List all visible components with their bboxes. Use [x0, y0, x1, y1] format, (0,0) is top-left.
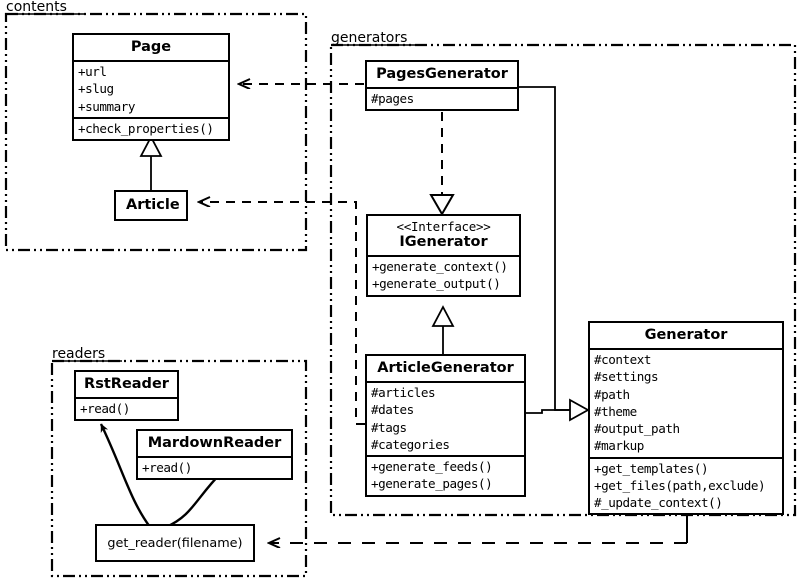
- attribute-item: #markup: [594, 438, 644, 454]
- operation-item: #_update_context(): [594, 495, 723, 511]
- class-name-igenerator: <<Interface>> IGenerator: [368, 216, 519, 255]
- class-operations-igenerator: +generate_context() +generate_output(): [368, 255, 519, 295]
- class-name-pagesgenerator: PagesGenerator: [376, 66, 508, 82]
- class-attributes-pagesgenerator: #pages: [367, 87, 517, 109]
- attribute-item: +slug: [78, 81, 114, 97]
- class-stereotype-igenerator: <<Interface>>: [396, 219, 491, 234]
- class-name-rstreader: RstReader: [84, 376, 169, 392]
- attribute-item: #articles: [371, 385, 436, 401]
- class-name-text-igenerator: IGenerator: [399, 234, 488, 250]
- class-operations-page: +check_properties(): [74, 116, 228, 139]
- class-box-igenerator[interactable]: <<Interface>> IGenerator +generate_conte…: [366, 214, 521, 297]
- dependency-articlegenerator-to-article: [200, 202, 365, 425]
- class-box-mardownreader[interactable]: MardownReader +read(): [136, 429, 293, 481]
- attribute-item: #theme: [594, 403, 637, 419]
- generalization-pagesgenerator-to-generator: [519, 86, 571, 411]
- attribute-item: #categories: [371, 436, 450, 452]
- class-box-pagesgenerator[interactable]: PagesGenerator #pages: [365, 60, 519, 112]
- operation-item: +get_templates(): [594, 460, 709, 476]
- package-label-generators: generators: [331, 30, 408, 46]
- class-name-articlegenerator: ArticleGenerator: [377, 360, 514, 376]
- attribute-item: #tags: [371, 419, 407, 435]
- attribute-item: #pages: [371, 91, 414, 107]
- operation-item: +check_properties(): [78, 120, 214, 136]
- class-operations-generator: +get_templates() +get_files(path,exclude…: [590, 456, 782, 514]
- class-box-generator[interactable]: Generator #context #settings #path #them…: [588, 321, 784, 516]
- attribute-item: +url: [78, 64, 107, 80]
- class-box-articlegenerator[interactable]: ArticleGenerator #articles #dates #tags …: [365, 354, 526, 497]
- function-name-get-reader: get_reader(filename): [107, 535, 243, 551]
- class-name-mardownreader: MardownReader: [147, 435, 282, 451]
- operation-item: +get_files(path,exclude): [594, 477, 766, 493]
- operation-item: +generate_feeds(): [371, 459, 493, 475]
- attribute-item: #path: [594, 386, 630, 402]
- class-name-generator: Generator: [644, 327, 728, 343]
- class-name-page: Page: [130, 39, 172, 55]
- class-attributes-page: +url +slug +summary: [74, 60, 228, 117]
- operation-item: +generate_output(): [372, 276, 501, 292]
- operation-item: +generate_context(): [372, 259, 508, 275]
- class-operations-articlegenerator: +generate_feeds() +generate_pages(): [367, 455, 524, 495]
- class-operations-rstreader: +read(): [76, 397, 177, 419]
- attribute-item: #context: [594, 352, 652, 368]
- package-label-readers: readers: [52, 346, 106, 362]
- function-box-get-reader[interactable]: get_reader(filename): [95, 524, 255, 562]
- operation-item: +generate_pages(): [371, 476, 493, 492]
- package-label-contents: contents: [6, 0, 67, 15]
- class-attributes-generator: #context #settings #path #theme #output_…: [590, 348, 782, 457]
- class-operations-mardownreader: +read(): [138, 456, 291, 478]
- realization-pagesgenerator-to-igenerator: [429, 112, 455, 216]
- class-box-article[interactable]: Article: [114, 190, 188, 222]
- attribute-item: #output_path: [594, 421, 680, 437]
- class-box-page[interactable]: Page +url +slug +summary +check_properti…: [72, 33, 230, 142]
- inheritance-arrowhead-generator: [569, 398, 590, 422]
- generalization-articlegenerator-to-igenerator: [431, 305, 455, 354]
- class-box-rstreader[interactable]: RstReader +read(): [74, 370, 179, 422]
- attribute-item: #settings: [594, 369, 659, 385]
- attribute-item: +summary: [78, 98, 136, 114]
- class-attributes-articlegenerator: #articles #dates #tags #categories: [367, 381, 524, 455]
- operation-item: +read(): [142, 460, 192, 476]
- operation-item: +read(): [80, 401, 130, 417]
- generalization-article-to-page: [139, 135, 163, 190]
- generalization-articlegenerator-to-generator: [526, 409, 571, 414]
- class-name-article: Article: [126, 197, 180, 213]
- attribute-item: #dates: [371, 402, 414, 418]
